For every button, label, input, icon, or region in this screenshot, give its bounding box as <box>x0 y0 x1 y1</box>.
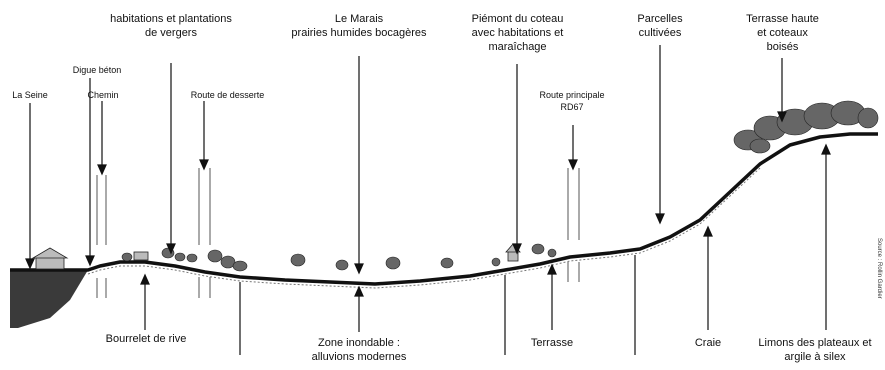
terrain-hatching <box>87 167 761 289</box>
river-bank-shading <box>10 270 88 328</box>
terrain-profile <box>10 132 878 286</box>
annotation-arrows <box>25 45 831 355</box>
label-marais: Le Marais prairies humides bocagères <box>291 13 427 39</box>
label-limons: Limons des plateaux et argile à silex <box>758 337 872 363</box>
label-zone-inondable: Zone inondable : alluvions modernes <box>311 337 407 363</box>
label-piemont: Piémont du coteau avec habitations et ma… <box>471 13 564 53</box>
source-credit: Source : Rollin Gardier <box>876 238 882 299</box>
label-bourrelet: Bourrelet de rive <box>105 333 187 345</box>
road-markers <box>96 168 580 298</box>
label-terrasse: Terrasse <box>530 337 574 349</box>
label-route-principale: Route principale RD67 <box>539 90 605 112</box>
label-craie: Craie <box>694 337 722 349</box>
vegetation <box>121 100 879 272</box>
label-route-desserte: Route de desserte <box>190 90 265 100</box>
label-seine: La Seine <box>12 90 48 100</box>
label-digue: Digue béton <box>72 65 122 75</box>
label-parcelles: Parcelles cultivées <box>637 13 683 39</box>
label-terrasse-haute: Terrasse haute et coteaux boisés <box>746 13 819 53</box>
label-habitations: habitations et plantations de vergers <box>110 13 232 39</box>
label-chemin: Chemin <box>87 90 119 100</box>
houses <box>31 243 521 270</box>
